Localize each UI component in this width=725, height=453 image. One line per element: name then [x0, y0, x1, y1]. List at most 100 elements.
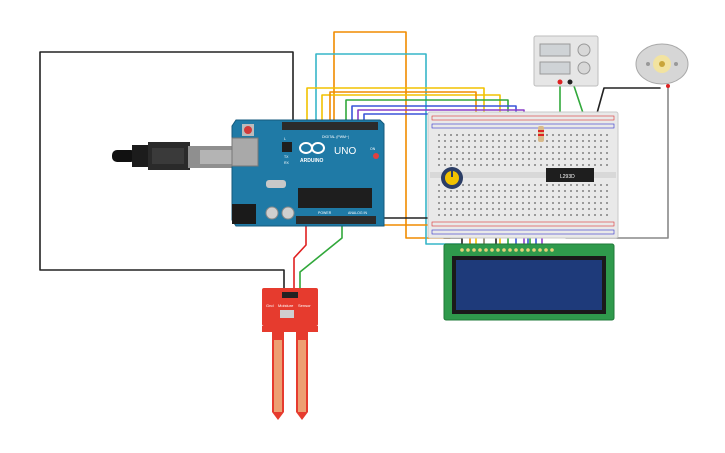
breadboard-hole [588, 134, 590, 136]
resistor [538, 126, 544, 142]
dc-motor[interactable] [635, 43, 689, 88]
breadboard-hole [468, 208, 470, 210]
breadboard-hole [438, 164, 440, 166]
breadboard-hole [462, 134, 464, 136]
breadboard-hole [450, 164, 452, 166]
breadboard-hole [504, 208, 506, 210]
lcd-pin [502, 248, 506, 252]
breadboard-hole [540, 152, 542, 154]
breadboard-hole [564, 164, 566, 166]
breadboard-hole [570, 214, 572, 216]
breadboard-hole [474, 208, 476, 210]
breadboard-hole [510, 146, 512, 148]
breadboard-hole [558, 152, 560, 154]
breadboard-hole [510, 164, 512, 166]
breadboard-hole [570, 202, 572, 204]
breadboard-hole [588, 190, 590, 192]
breadboard-hole [558, 164, 560, 166]
breadboard-hole [576, 146, 578, 148]
breadboard-hole [486, 208, 488, 210]
breadboard-hole [438, 202, 440, 204]
breadboard-hole [564, 140, 566, 142]
breadboard-hole [552, 164, 554, 166]
wire-cyan [315, 53, 463, 245]
breadboard-hole [558, 196, 560, 198]
breadboard-hole [510, 196, 512, 198]
breadboard-hole [498, 164, 500, 166]
breadboard-hole [606, 158, 608, 160]
sensor-pin-sensor: Sensor [298, 303, 311, 308]
sensor-pin-gnd: Gnd [266, 303, 274, 308]
breadboard-hole [480, 158, 482, 160]
led-label-tx: TX [284, 155, 289, 159]
breadboard-hole [558, 190, 560, 192]
breadboard-hole [594, 152, 596, 154]
breadboard-hole [600, 152, 602, 154]
breadboard-hole [534, 214, 536, 216]
breadboard-hole [528, 164, 530, 166]
breadboard-hole [522, 214, 524, 216]
breadboard-hole [606, 214, 608, 216]
breadboard-hole [456, 134, 458, 136]
breadboard-hole [468, 202, 470, 204]
breadboard-hole [594, 146, 596, 148]
breadboard-hole [570, 196, 572, 198]
breadboard-hole [468, 158, 470, 160]
arduino-model: UNO [334, 146, 356, 157]
breadboard-hole [492, 202, 494, 204]
breadboard-hole [486, 134, 488, 136]
breadboard-hole [486, 202, 488, 204]
breadboard-hole [450, 146, 452, 148]
breadboard-hole [456, 164, 458, 166]
breadboard-hole [600, 184, 602, 186]
wire-orange-2 [329, 91, 477, 131]
breadboard-hole [528, 184, 530, 186]
breadboard-hole [462, 184, 464, 186]
breadboard-hole [510, 208, 512, 210]
breadboard-hole [570, 158, 572, 160]
breadboard-hole [546, 184, 548, 186]
breadboard-hole [510, 158, 512, 160]
breadboard-hole [540, 158, 542, 160]
breadboard-hole [540, 196, 542, 198]
breadboard-hole [438, 140, 440, 142]
lcd-pin [466, 248, 470, 252]
potentiometer[interactable] [441, 167, 463, 189]
breadboard-hole [570, 184, 572, 186]
digital-header-label: DIGITAL (PWM~) [322, 135, 349, 139]
breadboard-hole [552, 184, 554, 186]
led-label-l: L [284, 137, 286, 141]
breadboard-hole [588, 164, 590, 166]
power-supply[interactable] [533, 35, 599, 87]
breadboard-hole [600, 140, 602, 142]
breadboard-hole [594, 202, 596, 204]
breadboard-hole [444, 164, 446, 166]
breadboard-hole [486, 158, 488, 160]
breadboard-hole [582, 134, 584, 136]
led-label-rx: RX [284, 161, 290, 165]
breadboard-hole [474, 196, 476, 198]
breadboard-hole [456, 196, 458, 198]
breadboard-hole [480, 202, 482, 204]
breadboard-hole [462, 158, 464, 160]
breadboard-hole [444, 134, 446, 136]
breadboard-hole [492, 146, 494, 148]
breadboard-hole [510, 152, 512, 154]
lcd-pin [532, 248, 536, 252]
breadboard-hole [438, 190, 440, 192]
breadboard-hole [540, 146, 542, 148]
breadboard-hole [600, 146, 602, 148]
breadboard-hole [486, 190, 488, 192]
breadboard-hole [516, 208, 518, 210]
breadboard-hole [444, 158, 446, 160]
breadboard-hole [582, 184, 584, 186]
breadboard-hole [462, 214, 464, 216]
breadboard-hole [588, 184, 590, 186]
breadboard-hole [444, 190, 446, 192]
lcd-pin [478, 248, 482, 252]
ic-label: L293D [560, 174, 575, 180]
breadboard-hole [498, 140, 500, 142]
breadboard-hole [450, 202, 452, 204]
breadboard-hole [468, 134, 470, 136]
breadboard-hole [504, 140, 506, 142]
